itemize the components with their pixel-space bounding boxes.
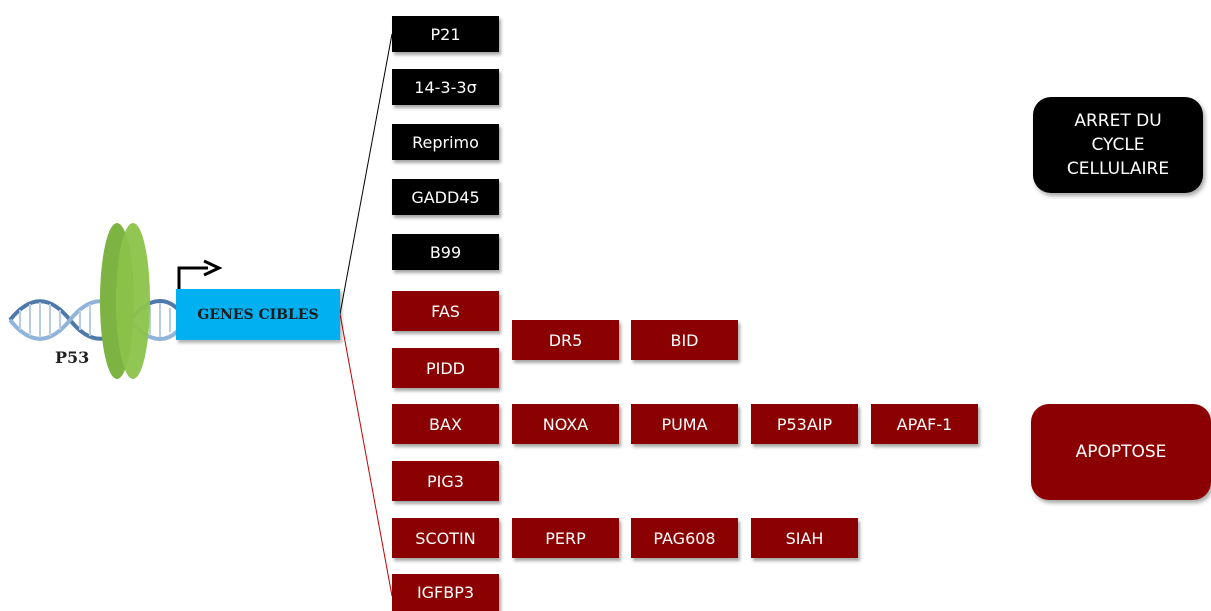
gene-box-cycle-4: B99 [392,234,499,270]
gene-box-cycle-3: GADD45 [392,179,499,215]
gene-box-cycle-1: 14-3-3σ [392,69,499,105]
target-genes-box: GENES CIBLES [176,289,340,340]
gene-box-apoptosis-0-1: DR5 [512,320,619,360]
gene-box-apoptosis-4-0: SCOTIN [392,518,499,558]
gene-box-apoptosis-2-3: P53AIP [751,404,858,444]
gene-box-apoptosis-0-2: BID [631,320,738,360]
gene-box-apoptosis-3-0: PIG3 [392,461,499,501]
gene-box-apoptosis-4-2: PAG608 [631,518,738,558]
transcription-start-arrow-icon [177,259,223,290]
gene-box-apoptosis-5-0: IGFBP3 [392,574,499,611]
connector-line-cycle-genes [339,33,393,315]
gene-box-apoptosis-4-1: PERP [512,518,619,558]
gene-box-cycle-0: P21 [392,16,499,52]
gene-box-apoptosis-4-3: SIAH [751,518,858,558]
gene-box-apoptosis-0-0: FAS [392,291,499,331]
gene-box-cycle-2: Reprimo [392,124,499,160]
gene-box-apoptosis-2-4: APAF-1 [871,404,978,444]
p53-protein-icon [100,223,150,379]
gene-box-apoptosis-2-1: NOXA [512,404,619,444]
p53-label: P53 [55,348,90,367]
gene-box-apoptosis-1-0: PIDD [392,348,499,388]
gene-box-apoptosis-2-0: BAX [392,404,499,444]
connector-line-apoptosis-genes [339,313,393,597]
gene-box-apoptosis-2-2: PUMA [631,404,738,444]
dna-helix-icon [8,299,187,341]
apoptosis-outcome-box: APOPTOSE [1031,404,1211,500]
cycle-arrest-outcome-box: ARRET DU CYCLE CELLULAIRE [1033,97,1203,193]
